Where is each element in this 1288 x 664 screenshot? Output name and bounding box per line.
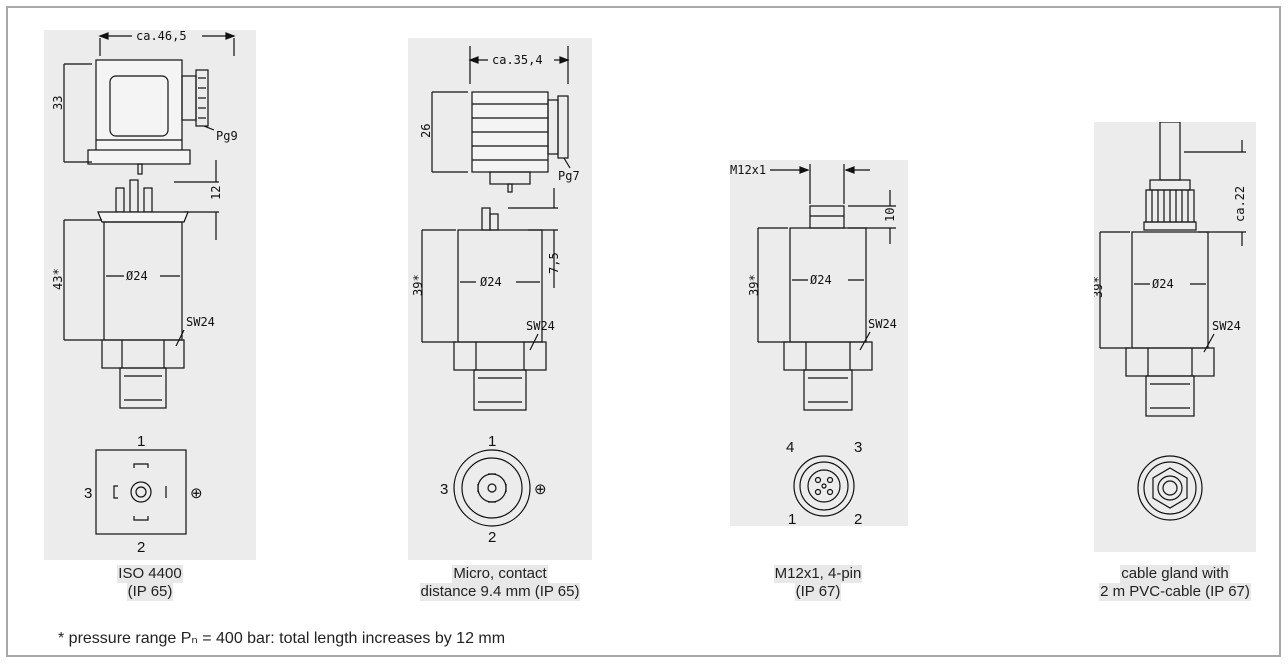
drawing-cable-gland: ca.22 39* Ø24 SW24: [1094, 122, 1256, 552]
caption-line2: (IP 65): [126, 583, 174, 601]
dim-hex: SW24: [868, 317, 897, 331]
caption-m12: M12x1, 4-pin (IP 67): [718, 565, 918, 601]
pin-label-2: 2: [854, 511, 862, 526]
dim-diameter: Ø24: [126, 269, 148, 283]
pin-label-2: 2: [137, 539, 145, 556]
dim-gap: 10: [883, 208, 897, 222]
dim-diameter: Ø24: [480, 275, 502, 289]
caption-line1: Micro, contact: [452, 565, 548, 583]
dim-hex: SW24: [526, 319, 555, 333]
dim-gland: Pg7: [558, 169, 580, 183]
dim-gland: Pg9: [216, 129, 238, 143]
dim-body-length: 39*: [747, 274, 761, 296]
caption-line1: cable gland with: [1120, 565, 1230, 583]
drawing-micro: ca.35,4 26 Pg7 7,5 39* Ø24 SW24: [408, 38, 592, 560]
pin-label-4: 4: [786, 439, 794, 456]
dim-body-length: 43*: [51, 268, 65, 290]
dim-conn-height: 33: [51, 96, 65, 110]
pin-label-3: 3: [84, 485, 92, 502]
pin-label-ground: ⊕: [190, 485, 203, 502]
drawing-m12: M12x1 10 39* Ø24 SW24 4 3 1: [730, 160, 908, 526]
caption-cable-gland: cable gland with 2 m PVC-cable (IP 67): [1080, 565, 1270, 601]
pin-label-1: 1: [788, 511, 796, 526]
caption-micro: Micro, contact distance 9.4 mm (IP 65): [384, 565, 616, 601]
dim-top-width: ca.46,5: [136, 30, 187, 43]
dim-gap: 7,5: [547, 252, 561, 274]
pin-label-3: 3: [440, 481, 448, 498]
dim-body-length: 39*: [411, 274, 425, 296]
caption-line1: M12x1, 4-pin: [773, 565, 863, 583]
pin-label-2: 2: [488, 529, 496, 546]
pin-label-ground: ⊕: [534, 481, 547, 498]
caption-line2: 2 m PVC-cable (IP 67): [1099, 583, 1251, 601]
dim-body-length: 39*: [1094, 276, 1105, 298]
dim-hex: SW24: [1212, 319, 1241, 333]
dim-conn-height: 26: [419, 124, 433, 138]
pin-label-1: 1: [488, 433, 496, 450]
dim-thread: M12x1: [730, 163, 766, 177]
pin-label-3: 3: [854, 439, 862, 456]
dim-gap: 12: [209, 186, 223, 200]
caption-line1: ISO 4400: [117, 565, 183, 583]
dim-diameter: Ø24: [1152, 277, 1174, 291]
pin-label-1: 1: [137, 433, 145, 450]
dim-top-width: ca.35,4: [492, 53, 543, 67]
caption-iso4400: ISO 4400 (IP 65): [40, 565, 260, 601]
caption-line2: distance 9.4 mm (IP 65): [419, 583, 581, 601]
dim-gap: ca.22: [1233, 186, 1247, 222]
drawing-iso4400: ca.46,5 33 Pg9 12 43* Ø24 SW24: [44, 30, 256, 560]
dim-hex: SW24: [186, 315, 215, 329]
footnote: * pressure range Pₙ = 400 bar: total len…: [58, 630, 506, 647]
caption-line2: (IP 67): [794, 583, 842, 601]
dim-diameter: Ø24: [810, 273, 832, 287]
